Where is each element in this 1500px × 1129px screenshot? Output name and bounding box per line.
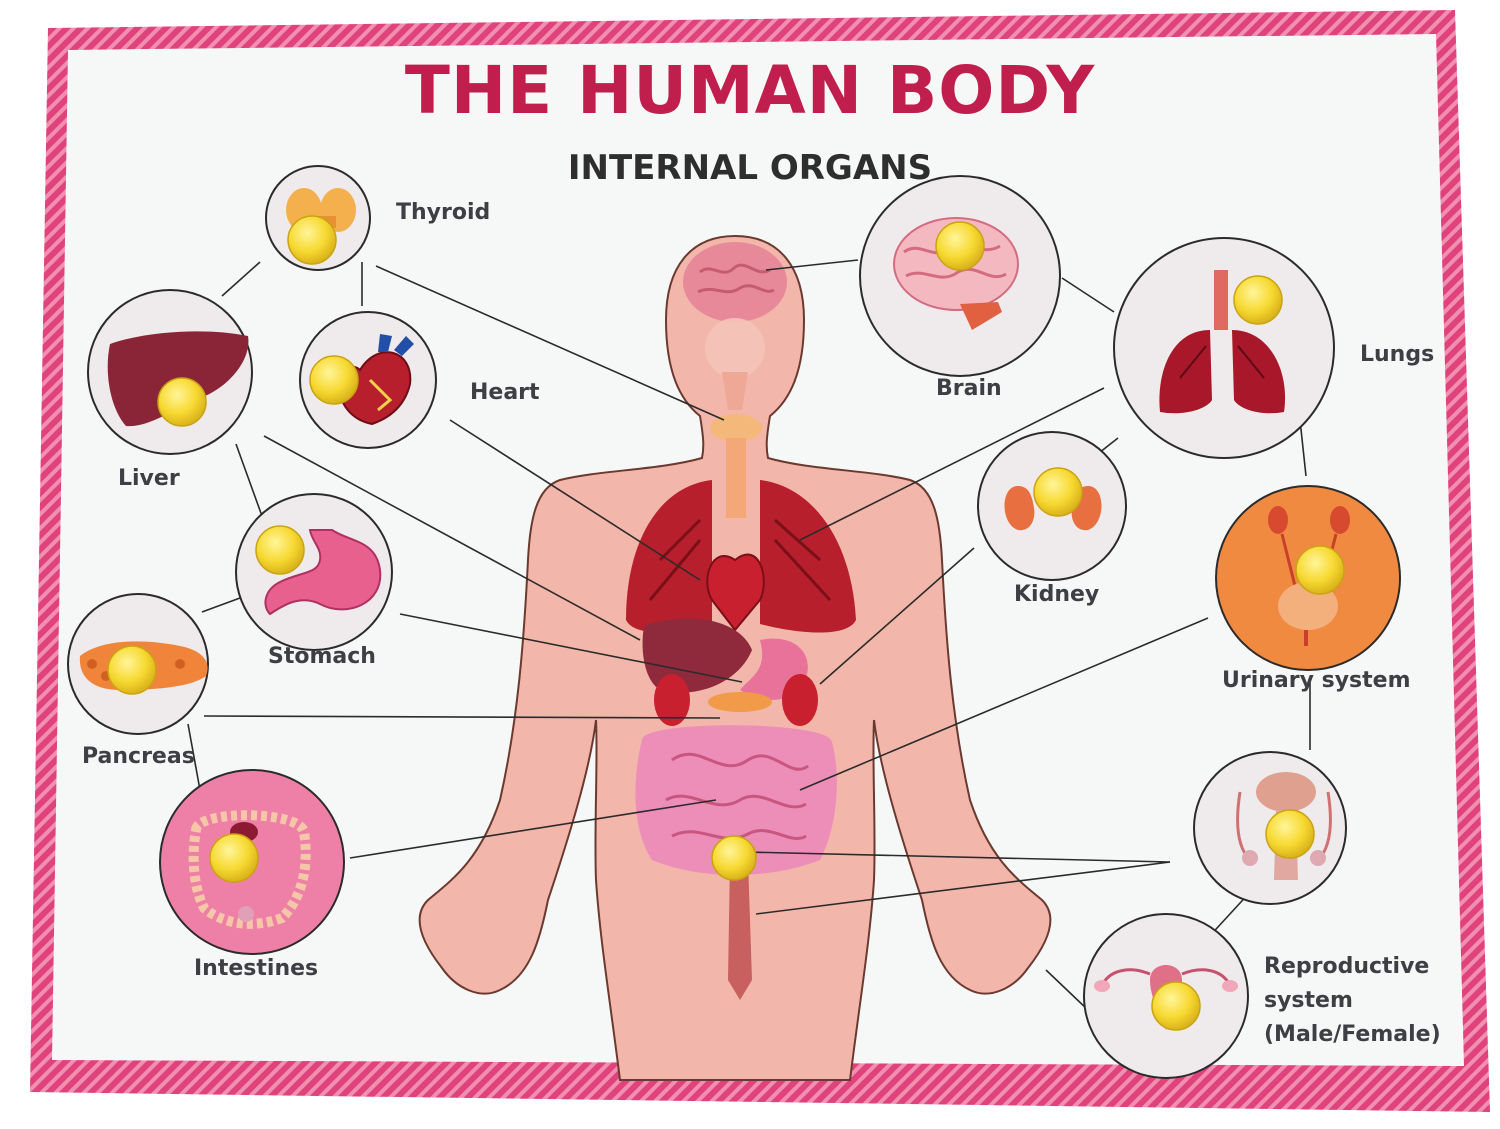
body-brain-icon bbox=[683, 242, 787, 322]
peg-knobs[interactable] bbox=[107, 215, 1345, 1031]
body-organs bbox=[626, 242, 856, 1000]
male-reproductive-peg-knob-icon[interactable] bbox=[1265, 809, 1315, 859]
body-kidney-right-icon bbox=[782, 674, 818, 726]
body-kidney-left-icon bbox=[654, 674, 690, 726]
thyroid-peg-knob-icon[interactable] bbox=[287, 215, 337, 265]
stomach-icon bbox=[264, 529, 382, 616]
lungs-icon bbox=[1159, 270, 1286, 414]
label-liver: Liver bbox=[118, 466, 180, 491]
label-stomach: Stomach bbox=[268, 644, 376, 669]
stomach-peg-knob-icon[interactable] bbox=[255, 525, 305, 575]
label-brain: Brain bbox=[936, 376, 1002, 401]
label-intestines: Intestines bbox=[194, 956, 319, 981]
connector-lines bbox=[187, 259, 1311, 1011]
label-urinary-system: Urinary system bbox=[1222, 668, 1411, 693]
label-pancreas: Pancreas bbox=[82, 744, 195, 769]
body-peg-knob-icon[interactable] bbox=[711, 835, 757, 881]
label-lungs: Lungs bbox=[1360, 342, 1435, 367]
body-pancreas-icon bbox=[708, 692, 772, 712]
body-lungs-icon bbox=[626, 480, 856, 633]
page-subtitle: INTERNAL ORGANS bbox=[567, 148, 933, 188]
body-heart-icon bbox=[706, 553, 765, 632]
body-liver-icon bbox=[642, 618, 752, 693]
pancreas-peg-knob-icon[interactable] bbox=[107, 645, 157, 695]
liver-peg-knob-icon[interactable] bbox=[157, 377, 207, 427]
lungs-peg-knob-icon[interactable] bbox=[1233, 275, 1283, 325]
label-thyroid: Thyroid bbox=[396, 200, 491, 225]
page-title: THE HUMAN BODY bbox=[404, 52, 1096, 129]
body-thyroid-icon bbox=[710, 414, 762, 442]
urinary-peg-knob-icon[interactable] bbox=[1295, 545, 1345, 595]
label-heart: Heart bbox=[470, 380, 540, 405]
label-reproductive-system: Reproductive system (Male/Female) bbox=[1264, 954, 1441, 1047]
intestines-peg-knob-icon[interactable] bbox=[209, 833, 259, 883]
heart-peg-knob-icon[interactable] bbox=[309, 355, 359, 405]
kidney-peg-knob-icon[interactable] bbox=[1033, 467, 1083, 517]
brain-peg-knob-icon[interactable] bbox=[935, 221, 985, 271]
female-reproductive-peg-knob-icon[interactable] bbox=[1151, 981, 1201, 1031]
label-kidney: Kidney bbox=[1014, 582, 1100, 607]
